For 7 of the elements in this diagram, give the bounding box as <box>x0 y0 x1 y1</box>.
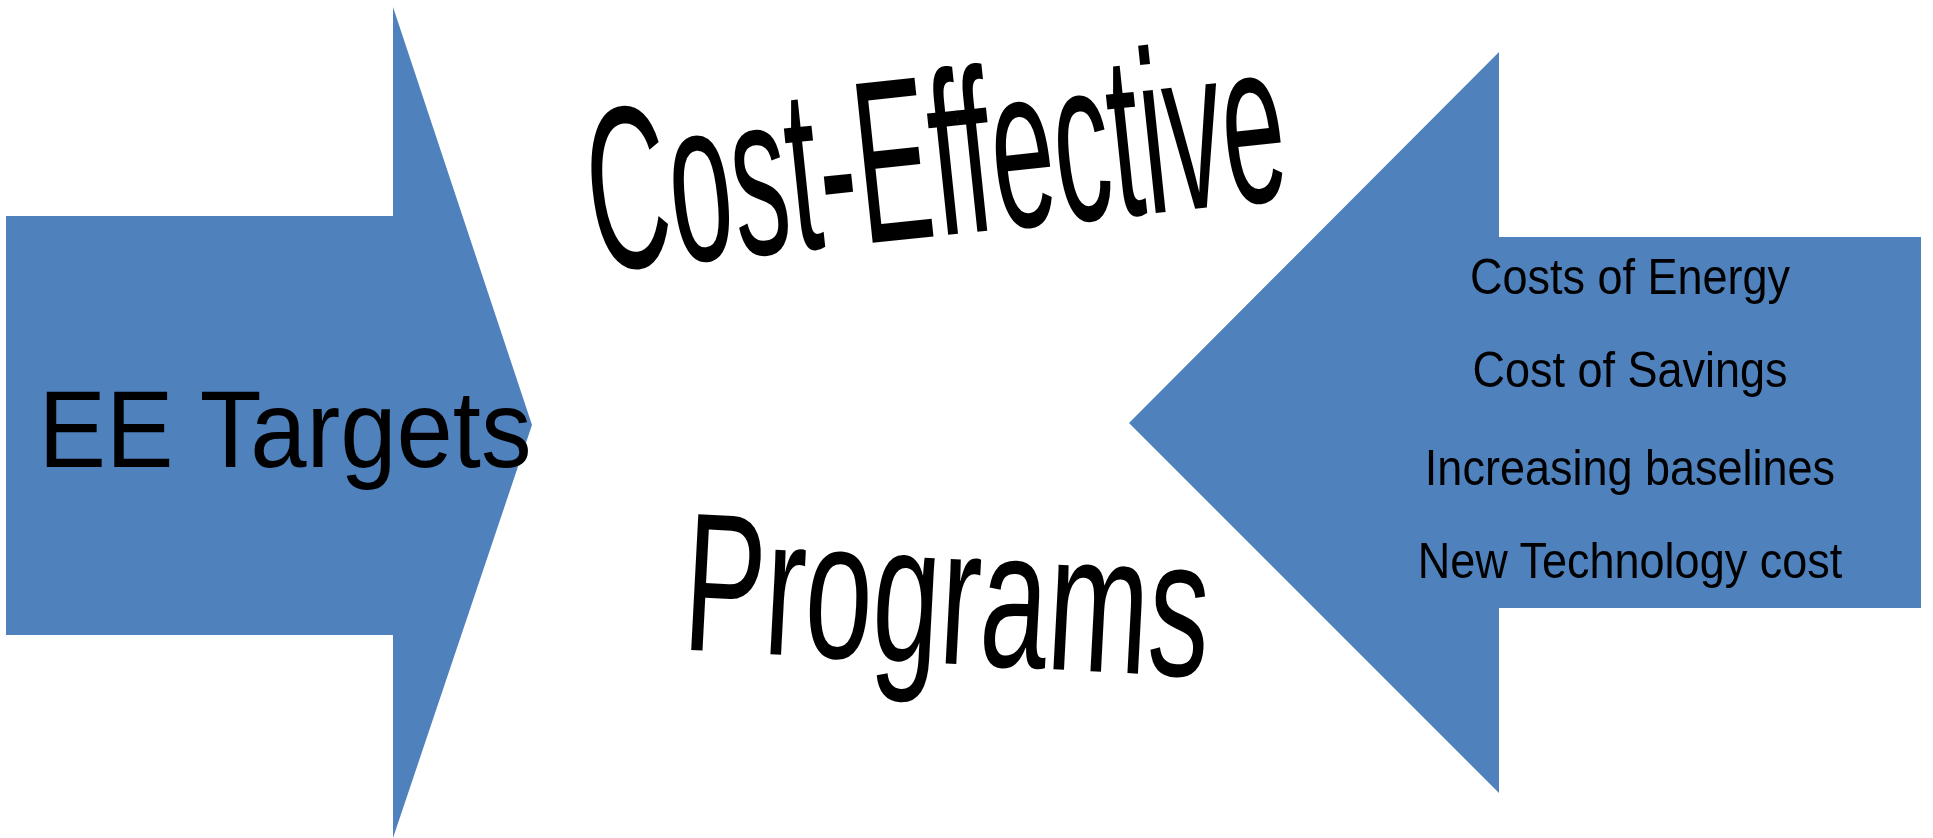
word-art-text: Cost-Effective <box>574 2 1296 308</box>
arrow-text: Increasing baselines <box>1424 439 1836 497</box>
arrow-text: Cost of Savings <box>1472 341 1788 399</box>
arrow-text: New Technology cost <box>1417 532 1843 590</box>
word-art-text: Programs <box>679 482 1215 708</box>
arrow-text: Costs of Energy <box>1469 248 1791 306</box>
arrow-text: EE Targets <box>38 365 532 492</box>
